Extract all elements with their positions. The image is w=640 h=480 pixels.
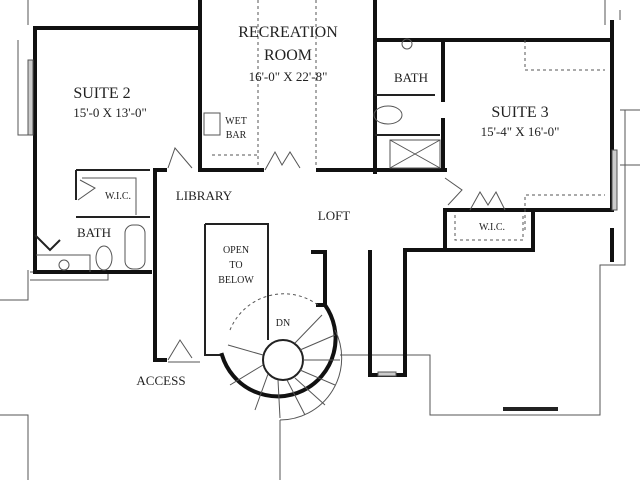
suite-2-size: 15'-0 X 13'-0" — [73, 105, 147, 120]
recreation-room-label-2: ROOM — [264, 47, 312, 64]
bathtub — [124, 224, 146, 270]
recreation-room-size: 16'-0" X 22'-8" — [249, 69, 328, 84]
bath-suite3-label: BATH — [394, 70, 428, 85]
suite-3-walls — [373, 20, 618, 262]
wic-suite3-label: W.I.C. — [479, 222, 505, 233]
stair-newel — [262, 339, 304, 381]
suite-2-label: SUITE 2 — [73, 85, 130, 102]
bath-suite2-label: BATH — [77, 225, 111, 240]
open-to-below-label-2: TO — [229, 260, 242, 271]
sink — [58, 259, 70, 271]
suite-3-label: SUITE 3 — [491, 104, 548, 121]
recreation-room-label: RECREATION — [238, 24, 338, 41]
access-label: ACCESS — [136, 373, 185, 388]
open-to-below-label: OPEN — [223, 245, 249, 256]
loft-walls — [153, 168, 558, 421]
toilet — [373, 105, 403, 125]
wet-bar-label-2: BAR — [226, 130, 247, 141]
suite-3-size: 15'-4" X 16'-0" — [481, 124, 560, 139]
spiral-stair-treads — [227, 314, 340, 419]
wic-suite2-label: W.I.C. — [105, 191, 131, 202]
window — [611, 149, 618, 211]
stair-down-label: DN — [276, 318, 290, 329]
suite-2-walls — [27, 26, 200, 274]
window — [27, 59, 34, 136]
sink — [401, 38, 413, 50]
toilet — [95, 245, 113, 271]
loft-label: LOFT — [318, 208, 351, 223]
recreation-room-walls — [167, 0, 377, 174]
wet-bar-sink — [203, 112, 221, 136]
wet-bar-label: WET — [225, 116, 247, 127]
library-label: LIBRARY — [176, 188, 233, 203]
open-to-below-label-3: BELOW — [218, 275, 254, 286]
